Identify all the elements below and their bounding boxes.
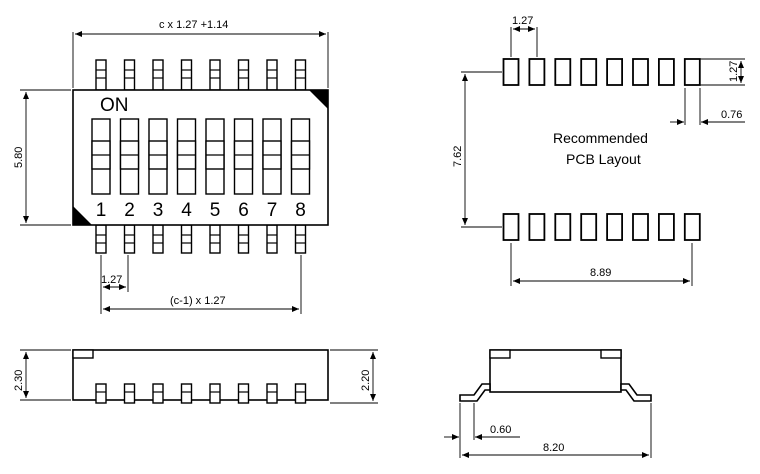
pin-top — [209, 59, 221, 91]
switch-number: 1 — [96, 200, 107, 221]
pcb-pad-top — [606, 58, 623, 86]
chamfer-bottom-left — [73, 206, 92, 225]
side-body — [72, 349, 329, 401]
switch-number: 2 — [124, 200, 135, 221]
pcb-layout: Recommended PCB Layout 1.27 1.27 0.76 7.… — [452, 15, 745, 286]
end-view: 0.60 8.20 — [444, 349, 652, 458]
pin-top — [180, 59, 193, 91]
pcb-pad-top — [658, 58, 675, 86]
pin-top — [95, 59, 107, 91]
side-pin — [152, 383, 164, 404]
pcb-pad-top — [632, 58, 649, 86]
pcb-title-line2: PCB Layout — [566, 151, 641, 167]
pin-bottom — [95, 224, 107, 254]
end-notch-left — [489, 349, 511, 359]
pin-bottom — [123, 224, 136, 254]
side-pin — [237, 383, 250, 404]
lead-right — [620, 383, 652, 402]
pcb-pad-top — [502, 58, 520, 86]
pcb-pad-top — [580, 58, 598, 86]
switch-number: 7 — [267, 200, 278, 221]
pcb-pad-bottom — [606, 213, 623, 241]
pcb-title-line1: Recommended — [553, 130, 648, 146]
side-right-height-label: 2.20 — [360, 370, 372, 391]
side-pin — [95, 383, 107, 404]
pcb-pad-bottom — [580, 213, 598, 241]
side-pin — [180, 383, 193, 404]
pcb-pad-top — [528, 58, 546, 86]
side-view: 2.30 2.20 — [13, 349, 378, 404]
switch-number: 4 — [181, 200, 192, 221]
lead-left — [459, 383, 491, 402]
side-pin — [266, 383, 278, 404]
pcb-pad-top — [554, 58, 572, 86]
pin-bottom — [237, 224, 250, 254]
side-pin — [294, 383, 307, 404]
pin-top — [237, 59, 250, 91]
switch-number: 5 — [210, 200, 221, 221]
pcb-pad-bottom — [658, 213, 675, 241]
pads-upper — [502, 58, 701, 86]
side-pin — [123, 383, 136, 404]
side-notch — [72, 349, 94, 359]
pitch-label: 1.27 — [101, 274, 122, 286]
pad-width-label: 0.76 — [721, 109, 742, 121]
end-body — [489, 349, 622, 393]
side-pins — [95, 383, 307, 404]
end-total-width-label: 8.20 — [543, 442, 564, 454]
pin-bottom — [209, 224, 221, 254]
overall-width-label: c x 1.27 +1.14 — [159, 19, 228, 31]
pcb-pad-bottom — [528, 213, 546, 241]
switch-slots — [91, 118, 311, 195]
pin-top — [123, 59, 136, 91]
span-label: (c-1) x 1.27 — [170, 295, 226, 307]
switch-body — [72, 89, 329, 226]
row-span-label: 8.89 — [590, 267, 611, 279]
pads-lower — [502, 213, 701, 241]
pin-top — [266, 59, 278, 91]
pad-height-label: 1.27 — [728, 61, 740, 82]
pcb-pad-bottom — [683, 213, 701, 241]
pcb-pad-top — [683, 58, 701, 86]
pcb-pad-bottom — [502, 213, 520, 241]
pin-top — [152, 59, 164, 91]
pad-pitch-label: 1.27 — [512, 15, 533, 27]
pcb-pad-bottom — [632, 213, 649, 241]
pin-bottom — [180, 224, 193, 254]
pin-bottom — [294, 224, 307, 254]
side-pin — [209, 383, 221, 404]
height-label: 5.80 — [13, 147, 25, 168]
lead-width-label: 0.60 — [490, 424, 511, 436]
pin-bottom — [266, 224, 278, 254]
side-left-height-label: 2.30 — [13, 370, 25, 391]
pcb-pad-bottom — [554, 213, 572, 241]
pin-top — [294, 59, 307, 91]
end-notch-right — [600, 349, 622, 359]
chamfer-top-right — [309, 90, 328, 109]
pin-bottom — [152, 224, 164, 254]
top-pins-lower — [95, 224, 307, 254]
switch-number: 3 — [153, 200, 164, 221]
row-spacing-label: 7.62 — [452, 146, 464, 167]
switch-number: 8 — [295, 200, 306, 221]
switch-number: 6 — [238, 200, 249, 221]
on-label: ON — [100, 95, 129, 116]
top-pins-upper — [95, 59, 307, 91]
